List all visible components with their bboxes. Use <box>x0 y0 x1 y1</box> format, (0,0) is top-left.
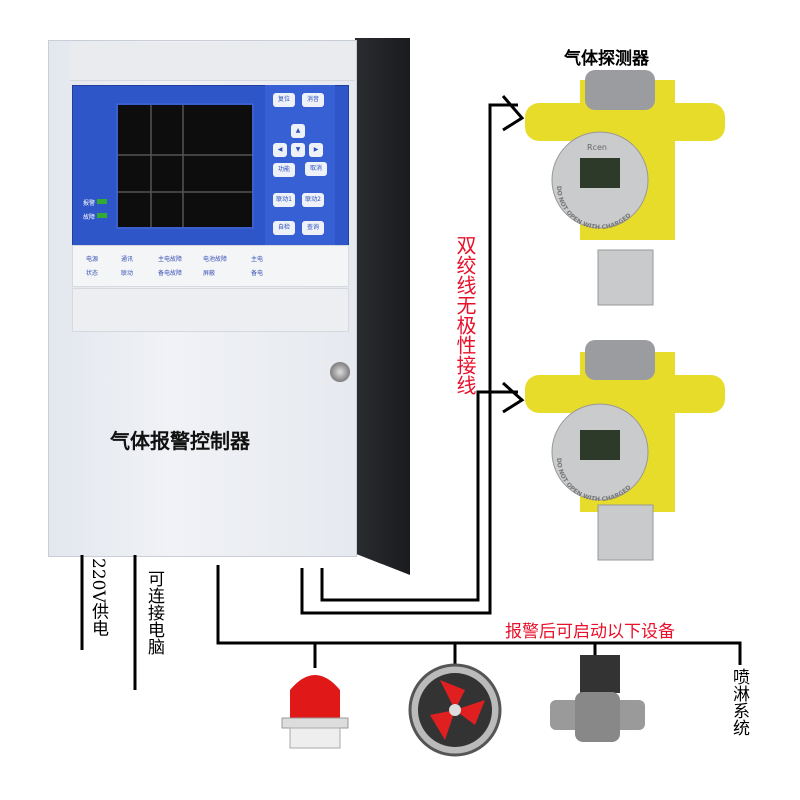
down-key[interactable]: ▼ <box>291 143 305 157</box>
indicator-label: 通讯 <box>121 256 134 263</box>
gas-detector-1 <box>525 70 725 306</box>
lcd-screen <box>116 103 254 229</box>
wiring-label: 双绞线无极性接线 <box>453 235 477 395</box>
cabinet-top-strip <box>70 42 355 81</box>
indicator-label: 备电故障 <box>158 270 183 277</box>
lcd-grid <box>118 105 252 227</box>
detector-wire-1 <box>300 103 518 615</box>
alarm-light-label: 报警 <box>83 200 96 207</box>
detector-brand: Rcen <box>587 143 607 152</box>
query-key[interactable]: 查询 <box>302 221 324 235</box>
fault-led <box>97 213 107 218</box>
device-drop-wires <box>313 643 597 668</box>
link1-key[interactable]: 联动1 <box>273 193 295 207</box>
detector-title: 气体探测器 <box>564 49 649 69</box>
strobe-alarm-light <box>281 675 349 749</box>
link2-key[interactable]: 联动2 <box>302 193 324 207</box>
gas-detector-2 <box>525 340 725 561</box>
cancel-key[interactable]: 取消 <box>305 162 327 176</box>
lower-panel <box>72 288 349 332</box>
fault-light-label: 故障 <box>83 214 96 221</box>
up-key[interactable]: ▲ <box>291 124 305 138</box>
indicator-label: 联动 <box>121 270 134 277</box>
controller-title: 气体报警控制器 <box>110 429 250 453</box>
sprinkler-label: 喷淋系统 <box>729 668 749 736</box>
device-bus-wire <box>216 565 742 665</box>
solenoid-valve <box>550 655 645 742</box>
exhaust-fan <box>408 663 502 757</box>
indicator-label: 电源 <box>86 256 99 263</box>
arrow-1 <box>501 95 525 132</box>
alarm-led <box>97 199 107 204</box>
indicator-label: 电池故障 <box>203 256 228 263</box>
left-key[interactable]: ◀ <box>273 143 287 157</box>
computer-label: 可连接电脑 <box>144 570 164 655</box>
keypad: 复位 消音 ▲ ◀ ▼ ▶ 功能 取消 联动1 联动2 自检 查询 <box>265 85 335 245</box>
indicator-label: 屏蔽 <box>203 270 216 277</box>
indicator-strip: 电源 状态 通讯 联动 主电故障 备电故障 电池故障 屏蔽 主电 备电 <box>72 245 349 287</box>
indicator-label: 主电 <box>251 256 264 263</box>
indicator-label: 备电 <box>251 270 264 277</box>
mute-key[interactable]: 消音 <box>302 93 324 107</box>
right-key[interactable]: ▶ <box>309 143 323 157</box>
devices-header: 报警后可启动以下设备 <box>505 622 675 642</box>
arrow-2 <box>501 381 525 414</box>
detector-wire-2 <box>320 390 518 602</box>
indicator-label: 主电故障 <box>158 256 183 263</box>
indicator-label: 状态 <box>86 270 99 277</box>
cabinet-side <box>355 38 410 575</box>
reset-key[interactable]: 复位 <box>273 93 295 107</box>
self-test-key[interactable]: 自检 <box>273 221 295 235</box>
key-lock[interactable] <box>330 362 350 382</box>
power-label: 220V供电 <box>88 558 108 637</box>
function-key[interactable]: 功能 <box>273 163 295 177</box>
